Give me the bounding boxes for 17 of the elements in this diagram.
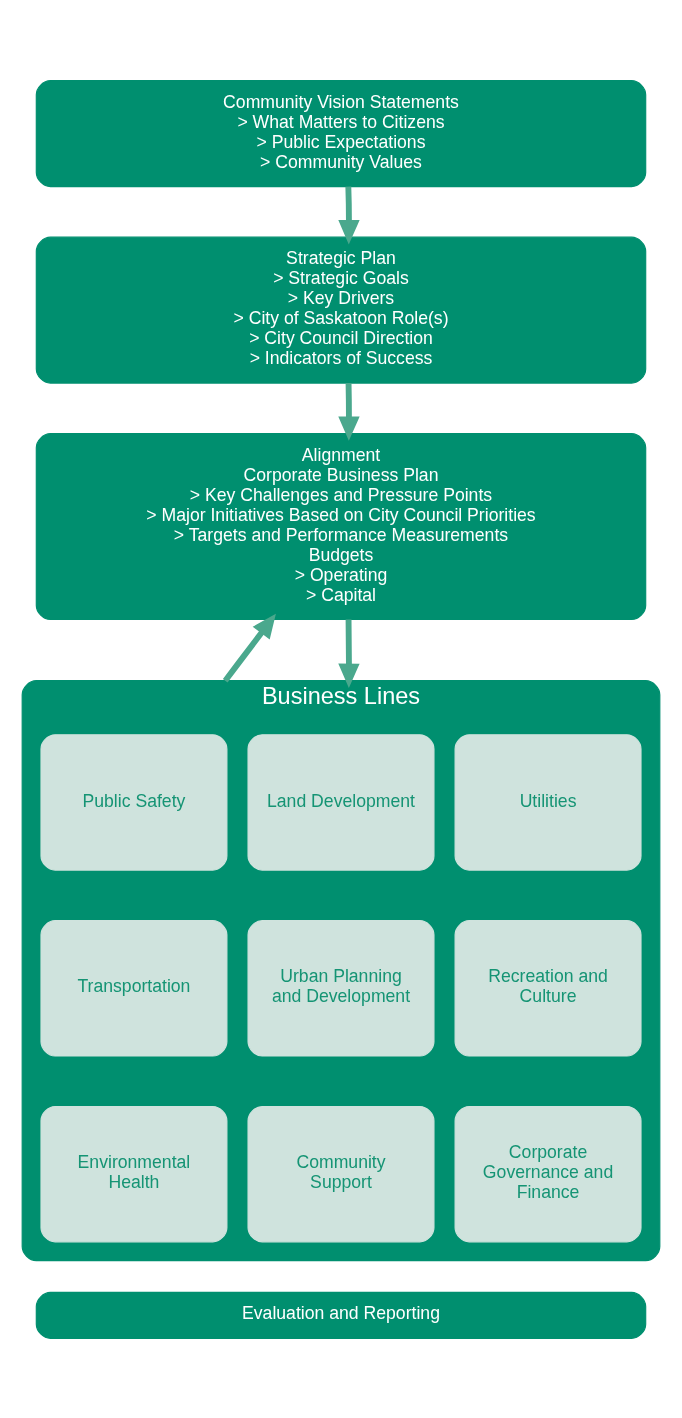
node-box: Public Safety (40, 733, 228, 871)
node-box: Alignment Corporate Business Plan > Key Challenges and Pressure Points > Major Initiatives Based on City Council Priorities > Targets and Performance Measurements Budgets > Operating > Capital (35, 432, 647, 620)
arrow (222, 613, 276, 682)
node-box: Land Development (247, 733, 435, 871)
node-box: Strategic Plan > Strategic Goals > Key Drivers > City of Saskatoon Role(s) > City Council Direction > Indicators of Success (35, 236, 647, 384)
arrow (338, 619, 360, 688)
node-box: Community Support (247, 1105, 435, 1242)
node-box: Recreation and Culture (454, 919, 642, 1057)
arrow (338, 186, 360, 244)
arrow (338, 382, 360, 441)
node-box: Corporate Governance and Finance (454, 1105, 642, 1242)
node-box: Environmental Health (40, 1105, 228, 1242)
node-box: Evaluation and Reporting (35, 1291, 647, 1339)
node-box: Urban Planning and Development (247, 919, 435, 1057)
node-box: Utilities (454, 733, 642, 871)
node-box: Transportation (40, 919, 228, 1057)
node-box: Community Vision Statements > What Matters to Citizens > Public Expectations > Community Values (35, 79, 647, 187)
